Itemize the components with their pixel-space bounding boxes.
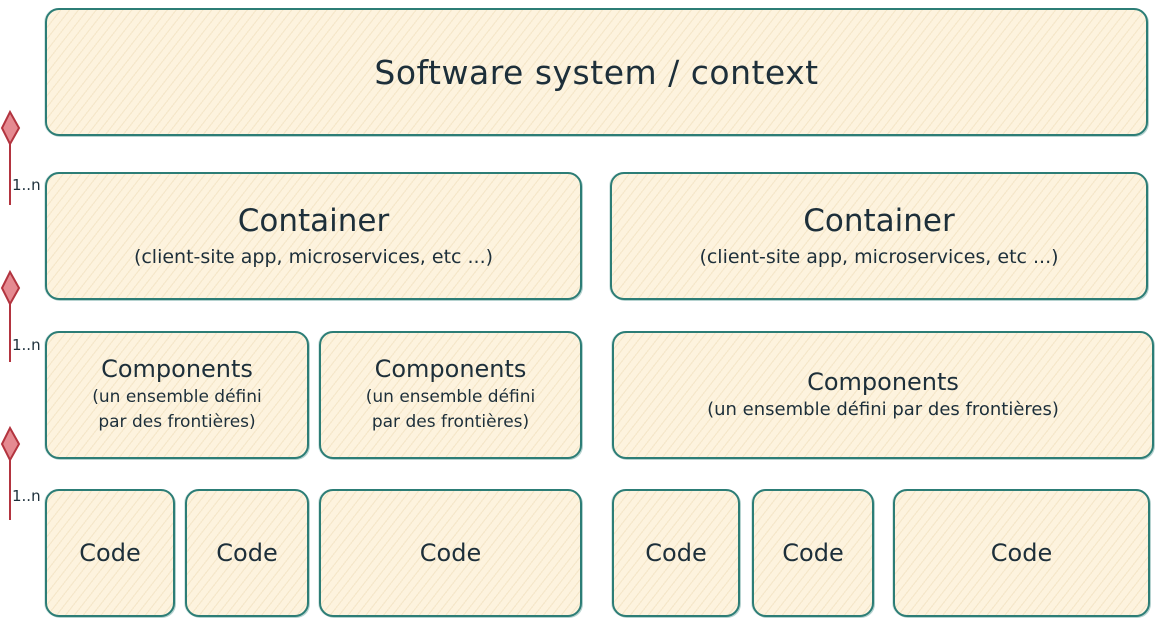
code-label: Code bbox=[645, 539, 707, 567]
components-box: Components (un ensemble défini par des f… bbox=[612, 331, 1154, 459]
code-label: Code bbox=[79, 539, 141, 567]
code-label: Code bbox=[419, 539, 482, 567]
container-subtitle: (client-site app, microservices, etc ...… bbox=[133, 245, 494, 268]
multiplicity-label: 1..n bbox=[12, 487, 41, 505]
container-title: Container bbox=[803, 203, 955, 240]
code-box: Code bbox=[319, 489, 582, 617]
code-label: Code bbox=[216, 539, 278, 567]
aggregation-connectors bbox=[0, 109, 21, 520]
code-label: Code bbox=[782, 539, 844, 567]
components-subtitle-line1: (un ensemble défini bbox=[92, 386, 262, 407]
software-system-box: Software system / context bbox=[45, 8, 1148, 136]
components-subtitle-line2: par des frontières) bbox=[371, 411, 530, 432]
code-box: Code bbox=[612, 489, 740, 617]
container-title: Container bbox=[237, 203, 390, 240]
components-title: Components bbox=[101, 355, 253, 384]
code-box: Code bbox=[752, 489, 874, 617]
code-label: Code bbox=[990, 539, 1053, 567]
container-box: Container (client-site app, microservice… bbox=[610, 172, 1148, 300]
aggregation-diamond-icon bbox=[0, 425, 21, 463]
components-subtitle: (un ensemble défini par des frontières) bbox=[707, 399, 1059, 421]
aggregation-connector-components-code bbox=[0, 425, 21, 520]
components-box: Components (un ensemble défini par des f… bbox=[319, 331, 582, 459]
components-box: Components (un ensemble défini par des f… bbox=[45, 331, 309, 459]
code-box: Code bbox=[45, 489, 175, 617]
aggregation-diamond-icon bbox=[0, 269, 21, 307]
container-box: Container (client-site app, microservice… bbox=[45, 172, 582, 300]
multiplicity-label: 1..n bbox=[12, 176, 41, 194]
components-subtitle-line2: par des frontières) bbox=[98, 411, 256, 432]
container-subtitle: (client-site app, microservices, etc ...… bbox=[699, 245, 1059, 268]
software-system-label: Software system / context bbox=[374, 52, 819, 92]
aggregation-diamond-icon bbox=[0, 109, 21, 147]
components-title: Components bbox=[374, 355, 527, 384]
components-title: Components bbox=[807, 367, 959, 396]
code-box: Code bbox=[893, 489, 1150, 617]
components-subtitle-line1: (un ensemble défini bbox=[365, 386, 536, 407]
multiplicity-label: 1..n bbox=[12, 336, 41, 354]
code-box: Code bbox=[185, 489, 309, 617]
